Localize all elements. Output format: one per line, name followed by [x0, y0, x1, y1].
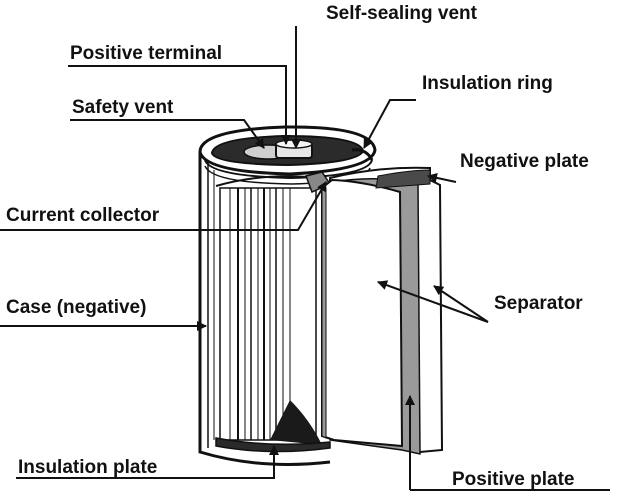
label-negative-plate: Negative plate [460, 151, 589, 172]
label-case-negative: Case (negative) [6, 297, 147, 318]
positive-terminal-shape [275, 139, 313, 159]
label-safety-vent: Safety vent [72, 97, 174, 118]
insulation-ring-shape [351, 148, 374, 161]
positive-plate-sheet [321, 178, 404, 448]
label-current-collector: Current collector [6, 205, 160, 226]
label-positive-terminal: Positive terminal [70, 43, 223, 64]
battery-case [198, 152, 331, 466]
leader-lines [0, 26, 610, 491]
label-positive-plate: Positive plate [452, 469, 575, 490]
label-separator: Separator [494, 293, 583, 314]
label-insulation-ring: Insulation ring [422, 73, 553, 94]
label-insulation-plate: Insulation plate [18, 457, 158, 478]
insulation-plate-shape [215, 437, 331, 453]
label-self-sealing-vent: Self-sealing vent [326, 3, 477, 24]
